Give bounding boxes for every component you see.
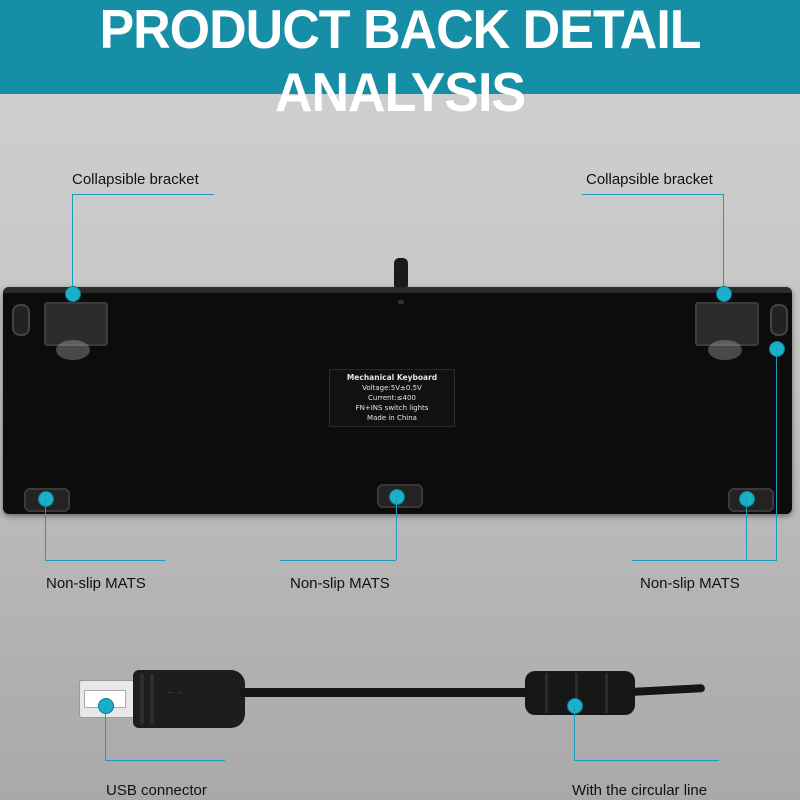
caption-circular: With the circular line <box>572 782 708 799</box>
callout-dot-mats-left <box>38 491 54 507</box>
cable-notch <box>398 300 404 304</box>
callout-line-mats-center-v <box>396 496 397 560</box>
ferrite-band <box>605 673 608 713</box>
callout-line-usb-v <box>105 705 106 760</box>
callout-dot-usb <box>98 698 114 714</box>
callout-dot-bracket-right <box>716 286 732 302</box>
spec-line-switch: FN+INS switch lights <box>355 404 429 412</box>
bracket-right <box>695 302 759 346</box>
page-title: PRODUCT BACK DETAIL ANALYSIS <box>99 0 701 124</box>
bracket-left-shadow <box>56 340 90 360</box>
usb-grip-ridge <box>140 674 144 724</box>
spec-line-title: Mechanical Keyboard <box>346 373 438 382</box>
usb-grip-ridge <box>150 674 154 724</box>
caption-mats-right: Non-slip MATS <box>640 575 740 592</box>
caption-mats-center: Non-slip MATS <box>290 575 390 592</box>
usb-cord-end <box>629 684 706 696</box>
callout-line-circular-v <box>574 705 575 760</box>
usb-symbol-icon: ⭠⭢ <box>168 688 183 698</box>
callout-line-bracket-left-h <box>72 194 214 195</box>
callout-dot-circular <box>567 698 583 714</box>
callout-line-mats-right-v1 <box>746 498 747 560</box>
callout-dot-slot-right <box>769 341 785 357</box>
side-slot-left <box>12 304 30 336</box>
callout-line-mats-left-v <box>45 498 46 560</box>
caption-bracket-left: Collapsible bracket <box>72 171 199 188</box>
keyboard-edge <box>3 287 792 293</box>
header-banner: PRODUCT BACK DETAIL ANALYSIS <box>0 0 800 124</box>
callout-dot-bracket-left <box>65 286 81 302</box>
ferrite-band <box>545 673 548 713</box>
callout-line-usb-h <box>105 760 225 761</box>
callout-line-mats-right-h <box>632 560 777 561</box>
keyboard-cable-top <box>394 258 408 290</box>
bracket-right-shadow <box>708 340 742 360</box>
side-slot-right <box>770 304 788 336</box>
ferrite-band <box>575 673 578 713</box>
callout-line-mats-right-v2 <box>776 348 777 560</box>
callout-line-mats-left-h <box>45 560 165 561</box>
callout-line-bracket-right-v <box>723 194 724 292</box>
callout-line-bracket-left-v <box>72 194 73 292</box>
callout-dot-mats-right <box>739 491 755 507</box>
spec-line-current: Current:≤400 <box>368 394 416 402</box>
spec-line-voltage: Voltage:5V±0.5V <box>362 384 422 392</box>
caption-mats-left: Non-slip MATS <box>46 575 146 592</box>
caption-usb: USB connector <box>106 782 207 799</box>
keyboard-spec-label: Mechanical Keyboard Voltage:5V±0.5V Curr… <box>329 369 455 427</box>
callout-line-bracket-right-h <box>582 194 724 195</box>
callout-dot-mats-center <box>389 489 405 505</box>
spec-line-origin: Made in China <box>367 414 417 422</box>
bracket-left <box>44 302 108 346</box>
caption-bracket-right: Collapsible bracket <box>586 171 713 188</box>
callout-line-circular-h <box>574 760 719 761</box>
callout-line-mats-center-h <box>280 560 396 561</box>
usb-cord <box>240 688 530 697</box>
